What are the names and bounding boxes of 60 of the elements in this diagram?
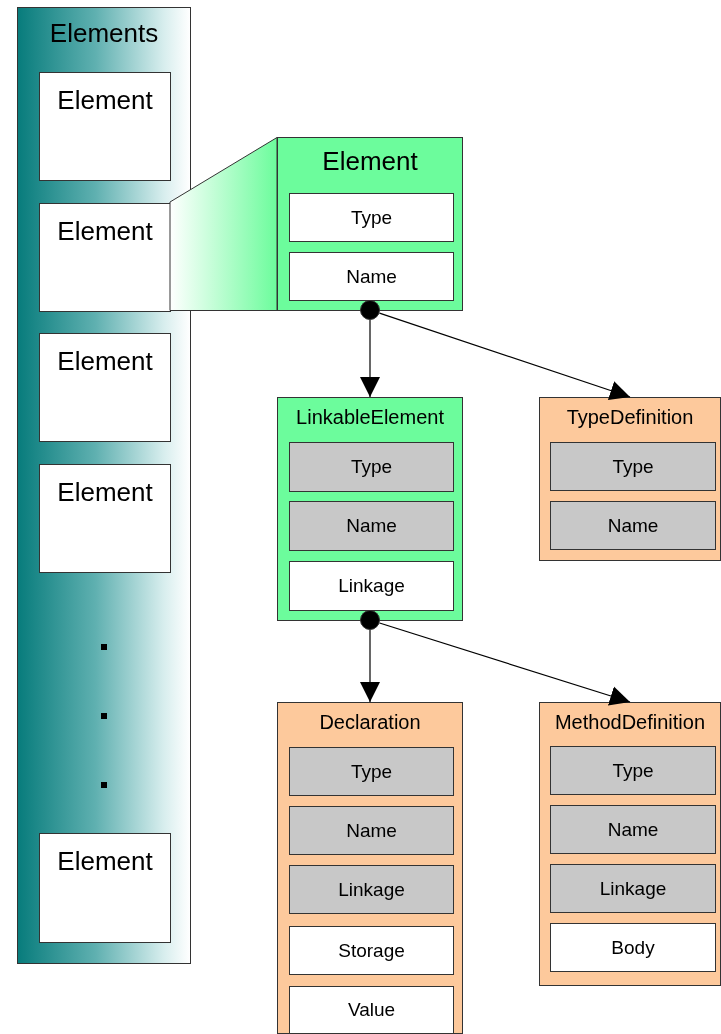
- field-row: [289, 442, 454, 492]
- class-title: MethodDefinition: [554, 711, 706, 733]
- field-label: Type: [350, 456, 393, 477]
- junction-dot: [360, 610, 380, 630]
- arrow: [360, 319, 380, 398]
- field-label: Name: [607, 818, 659, 840]
- field-row: [289, 252, 454, 301]
- field-row: [289, 561, 454, 611]
- field-label: Name: [346, 515, 397, 536]
- field-row: [550, 864, 716, 913]
- field-row: [289, 747, 454, 796]
- field-label: Name: [607, 514, 659, 536]
- field-label: Type: [612, 455, 654, 477]
- element-label: Element: [57, 85, 153, 115]
- element-box: [39, 464, 171, 573]
- arrow: [378, 312, 631, 401]
- field-row: [289, 926, 454, 975]
- class-box: [277, 397, 463, 621]
- element-box: [39, 833, 171, 943]
- zoom-projection: [169, 137, 278, 311]
- field-row: [550, 805, 716, 854]
- field-label: Type: [350, 206, 393, 228]
- field-row: [289, 806, 454, 855]
- class-title: LinkableElement: [296, 406, 444, 428]
- field-label: Linkage: [338, 878, 405, 900]
- arrow: [378, 622, 631, 706]
- element-label: Element: [57, 216, 153, 246]
- class-box: [277, 702, 463, 1034]
- class-box: [539, 397, 721, 561]
- element-label: Element: [57, 477, 153, 507]
- field-row: [550, 442, 716, 491]
- junction-dot: [360, 300, 380, 320]
- field-label: Linkage: [338, 575, 405, 596]
- class-box: [539, 702, 721, 986]
- field-label: Name: [346, 265, 397, 287]
- field-label: Value: [347, 999, 396, 1020]
- field-label: Name: [346, 819, 397, 841]
- field-row: [550, 746, 716, 795]
- field-label: Type: [612, 759, 654, 781]
- field-row: [289, 501, 454, 551]
- field-label: Storage: [338, 939, 405, 961]
- element-box: [39, 72, 171, 181]
- element-box: [39, 203, 171, 312]
- class-box: [277, 137, 463, 311]
- class-title: Element: [322, 146, 418, 176]
- field-row: [289, 865, 454, 914]
- field-label: Type: [350, 760, 393, 782]
- field-label: Linkage: [599, 877, 667, 899]
- class-title: TypeDefinition: [566, 406, 694, 428]
- field-label: Body: [611, 936, 655, 958]
- element-box: [39, 333, 171, 442]
- field-row: [289, 986, 454, 1034]
- field-row: [550, 923, 716, 972]
- panel-title: Elements: [49, 18, 159, 48]
- class-title: Declaration: [319, 711, 421, 733]
- element-label: Element: [57, 346, 153, 376]
- field-row: [550, 501, 716, 550]
- element-label: Element: [57, 846, 153, 876]
- arrow: [360, 629, 380, 703]
- field-row: [289, 193, 454, 242]
